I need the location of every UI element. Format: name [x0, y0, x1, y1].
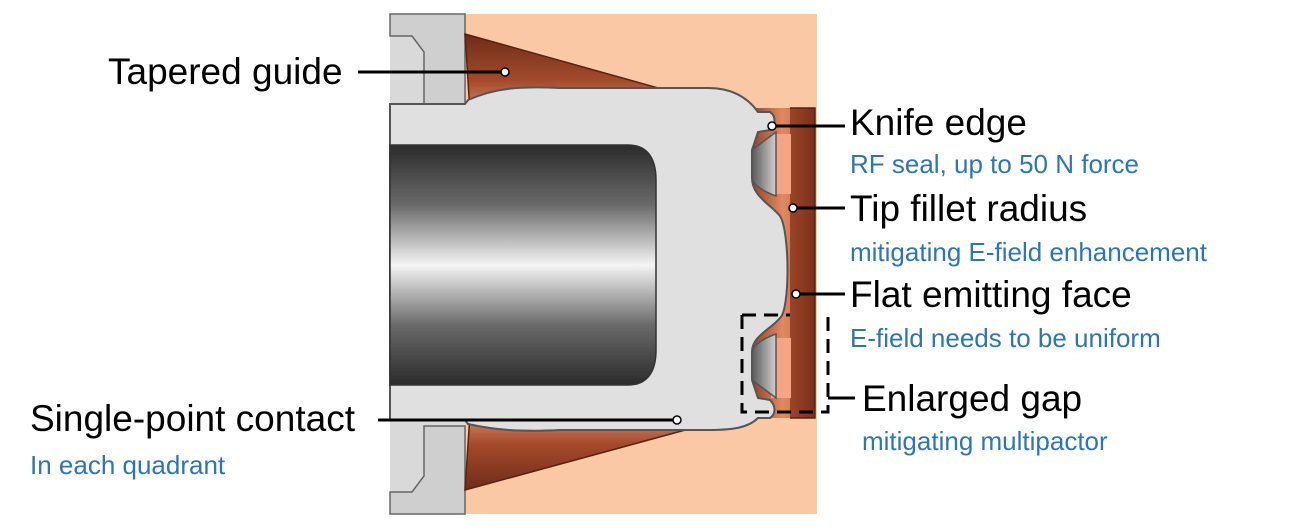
- label-enlarged-gap: Enlarged gap: [862, 378, 1083, 419]
- dot-single-point: [672, 415, 682, 425]
- label-tip-fillet-radius: Tip fillet radius: [850, 188, 1088, 229]
- knife-edge-top-wedge: [751, 130, 777, 198]
- note-single-point-contact: In each quadrant: [30, 450, 226, 480]
- note-flat-emitting-face: E-field needs to be uniform: [850, 323, 1161, 353]
- enlarged-gap-box: [740, 315, 830, 414]
- pocket-right-wall: [790, 108, 815, 418]
- dot-flat-face: [791, 289, 801, 299]
- label-single-point-contact: Single-point contact: [30, 398, 355, 439]
- dot-tapered-guide: [500, 67, 510, 77]
- dot-tip-fillet: [788, 203, 798, 213]
- label-flat-emitting-face: Flat emitting face: [850, 274, 1132, 315]
- dot-knife-edge: [767, 121, 777, 131]
- knife-edge-bottom-wedge: [751, 332, 777, 400]
- note-knife-edge: RF seal, up to 50 N force: [850, 149, 1140, 179]
- inner-rod: [389, 144, 657, 386]
- label-tapered-guide: Tapered guide: [108, 51, 343, 92]
- label-knife-edge: Knife edge: [850, 102, 1027, 143]
- copper-cut-edge: [790, 107, 816, 419]
- note-tip-fillet-radius: mitigating E-field enhancement: [850, 237, 1207, 267]
- guide-flange-bottom: [389, 425, 466, 515]
- note-enlarged-gap: mitigating multipactor: [862, 426, 1108, 456]
